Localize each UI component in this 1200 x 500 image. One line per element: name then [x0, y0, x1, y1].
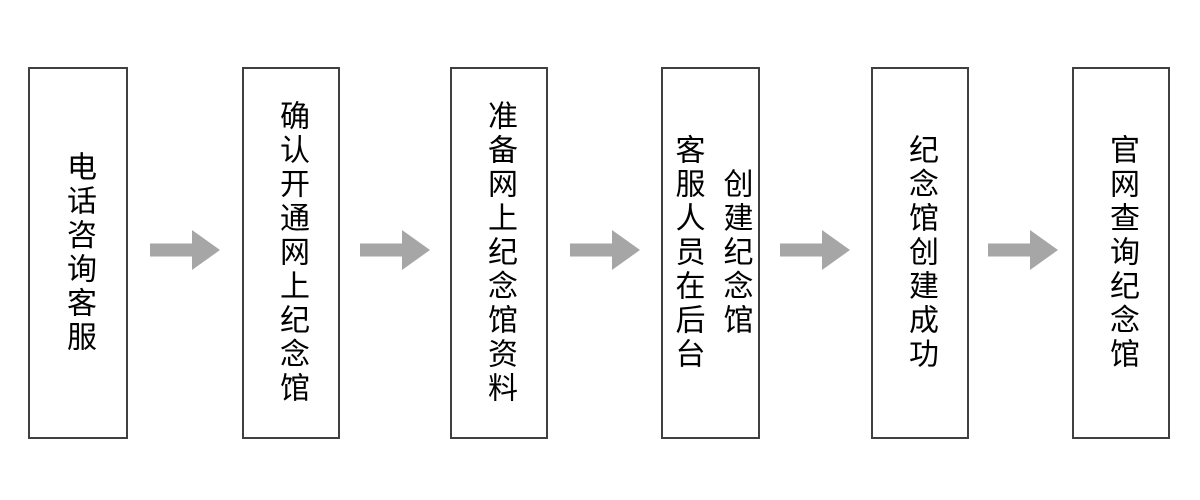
flow-step-label: 准备网上纪念馆资料 [482, 100, 517, 406]
flow-step-prepare-materials: 准备网上纪念馆资料 [450, 67, 548, 439]
flow-step-create-success: 纪念馆创建成功 [871, 67, 969, 439]
arrow-right-icon [360, 230, 430, 270]
flow-step-label: 客服人员在后台 创建纪念馆 [669, 134, 753, 372]
flow-step-label: 电话咨询客服 [61, 151, 96, 355]
flow-step-label: 纪念馆创建成功 [903, 134, 938, 372]
flow-step-phone-consult: 电话咨询客服 [28, 67, 128, 439]
flow-step-label: 确认开通网上纪念馆 [274, 100, 309, 406]
arrow-right-icon [780, 230, 850, 270]
arrow-right-icon [570, 230, 640, 270]
flow-step-confirm-open: 确认开通网上纪念馆 [242, 67, 340, 439]
flow-step-label: 官网查询纪念馆 [1104, 134, 1139, 372]
arrow-right-icon [150, 230, 220, 270]
flow-step-staff-create: 客服人员在后台 创建纪念馆 [661, 67, 760, 439]
flow-step-query-official-site: 官网查询纪念馆 [1072, 67, 1170, 439]
arrow-right-icon [988, 230, 1058, 270]
